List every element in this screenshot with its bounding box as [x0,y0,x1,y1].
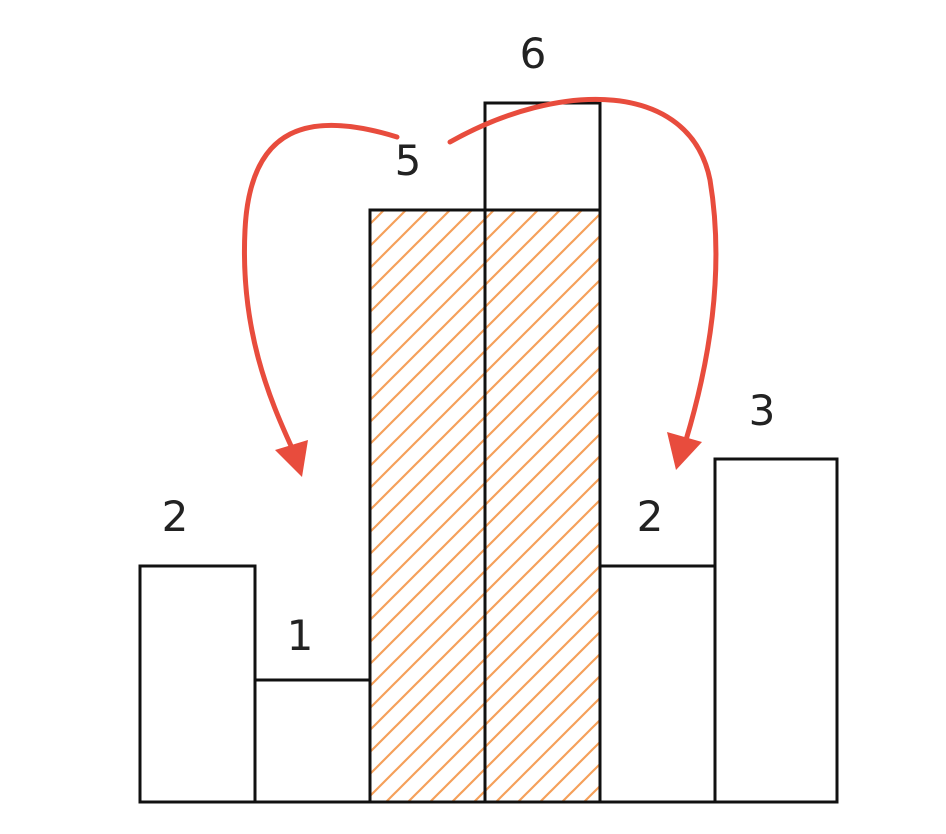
bar-label-4: 6 [520,29,547,78]
bar-label-2: 1 [287,611,314,660]
bar-label-5: 2 [637,492,664,541]
bar-5 [598,564,717,804]
highlighted-area [140,208,837,804]
bar-label-3: 5 [395,136,422,185]
left-arrowhead-icon [275,440,308,477]
bar-1 [138,564,257,804]
bar-labels: 2 1 5 6 2 3 [162,29,776,660]
left-arrow-curve [241,122,400,451]
bar-label-1: 2 [162,492,189,541]
bar-2 [253,678,372,804]
right-arrowhead-icon [667,432,702,470]
bar-label-6: 3 [749,386,776,435]
arrows [241,96,719,477]
right-arrow-curve [447,96,719,443]
bar-6 [713,457,839,804]
